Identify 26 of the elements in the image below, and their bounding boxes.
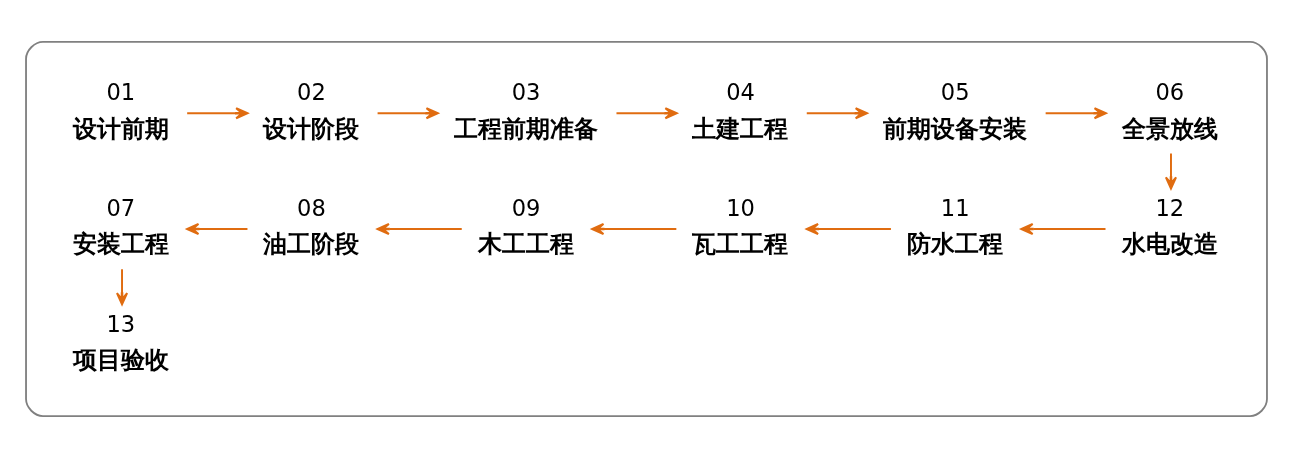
- arrow: [805, 222, 892, 236]
- arrow: [186, 107, 249, 120]
- node-text: 04 土建工程: [692, 79, 789, 143]
- node-text: 03 工程前期准备: [453, 79, 598, 143]
- node-text: 09 木工工程: [477, 195, 574, 259]
- node-text: 11 防水工程: [906, 195, 1003, 259]
- node-text: 13 项目验收: [72, 310, 169, 375]
- arrow: [376, 222, 463, 236]
- node-text: 01 设计前期: [72, 79, 169, 143]
- arrow: [591, 222, 678, 236]
- node-text: 02 设计阶段: [263, 79, 360, 143]
- arrow: [1044, 107, 1107, 120]
- arrow: [1020, 222, 1107, 236]
- arrow: [805, 107, 868, 120]
- arrow: [115, 268, 129, 306]
- node-text: 05 前期设备安装: [882, 79, 1027, 143]
- node-text: 07 安装工程: [72, 195, 169, 259]
- arrow: [376, 107, 439, 120]
- cluster: [25, 41, 1268, 417]
- arrow: [186, 222, 249, 236]
- node-text: 10 瓦工工程: [692, 195, 789, 259]
- arrow: [615, 107, 678, 120]
- arrow: [1164, 152, 1178, 190]
- node-text: 06 全景放线: [1121, 79, 1218, 143]
- node-text: 08 油工阶段: [263, 195, 360, 259]
- node-text: 12 水电改造: [1121, 195, 1218, 259]
